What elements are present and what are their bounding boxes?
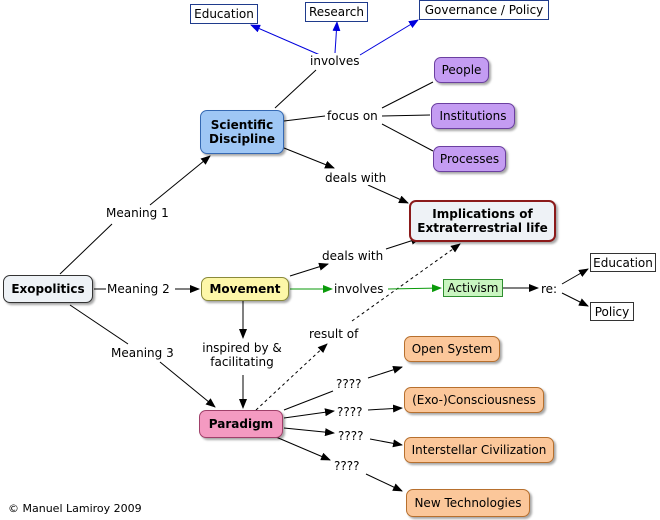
link-involves-top: involves bbox=[310, 54, 360, 68]
node-exo-consciousness: (Exo-)Consciousness bbox=[404, 387, 544, 413]
node-implications: Implications of Extraterrestrial life bbox=[409, 200, 556, 242]
edge-sci-focus bbox=[283, 115, 326, 122]
node-activism: Activism bbox=[443, 279, 503, 297]
node-interstellar-civilization: Interstellar Civilization bbox=[404, 437, 554, 463]
node-new-technologies: New Technologies bbox=[406, 489, 530, 517]
edge-involves-research bbox=[332, 21, 341, 54]
edge-q4-newtech bbox=[365, 473, 403, 492]
link-deals-with-1: deals with bbox=[325, 171, 387, 185]
edge-par-q2 bbox=[283, 408, 335, 419]
link-q3: ???? bbox=[338, 429, 364, 443]
link-q1: ???? bbox=[336, 377, 362, 391]
node-movement: Movement bbox=[201, 277, 289, 301]
link-re: re: bbox=[541, 282, 558, 296]
node-open-system: Open System bbox=[404, 336, 500, 362]
edge-focus-people bbox=[381, 81, 434, 109]
edge-sci-involves bbox=[274, 69, 317, 109]
edge-exo-meaning3 bbox=[69, 304, 129, 345]
edge-re-education bbox=[561, 268, 589, 285]
edge-focus-institutions bbox=[381, 114, 431, 117]
edge-re-policy bbox=[561, 292, 589, 307]
edge-par-q4 bbox=[275, 436, 331, 461]
node-education-right: Education bbox=[590, 253, 656, 272]
link-meaning1: Meaning 1 bbox=[106, 206, 169, 220]
edge-meaning1-sci bbox=[149, 155, 211, 206]
node-education-top: Education bbox=[190, 4, 258, 24]
edge-deals-impl bbox=[367, 184, 409, 204]
edge-exo-meaning1 bbox=[59, 223, 113, 275]
edge-par-q1 bbox=[283, 390, 334, 411]
node-paradigm: Paradigm bbox=[199, 410, 283, 438]
link-deals-with-2: deals with bbox=[322, 249, 384, 263]
link-inspired-by: inspired by & facilitating bbox=[200, 341, 284, 369]
node-people: People bbox=[434, 57, 489, 83]
edge-q1-open bbox=[367, 365, 403, 379]
link-q2: ???? bbox=[337, 405, 363, 419]
node-policy-right: Policy bbox=[590, 302, 634, 321]
link-meaning2: Meaning 2 bbox=[107, 282, 170, 296]
edge-involves-education bbox=[250, 24, 321, 56]
edge-focus-processes bbox=[381, 123, 434, 152]
link-result-of: result of bbox=[309, 327, 359, 341]
edge-involves-activism bbox=[387, 284, 442, 293]
node-scientific-discipline: Scientific Discipline bbox=[200, 110, 284, 154]
node-exopolitics: Exopolitics bbox=[3, 275, 93, 303]
link-meaning3: Meaning 3 bbox=[111, 346, 174, 360]
edge-sci-deals bbox=[283, 147, 335, 169]
node-processes: Processes bbox=[433, 146, 506, 172]
edge-q3-interstellar bbox=[369, 438, 403, 448]
copyright-text: © Manuel Lamiroy 2009 bbox=[8, 502, 142, 515]
edge-involves-governance bbox=[359, 19, 419, 56]
node-research: Research bbox=[305, 2, 368, 22]
node-institutions: Institutions bbox=[431, 103, 515, 129]
link-involves-mid: involves bbox=[334, 282, 384, 296]
link-q4: ???? bbox=[334, 459, 360, 473]
node-governance-policy: Governance / Policy bbox=[419, 0, 549, 20]
link-focus-on: focus on bbox=[327, 109, 378, 123]
edge-par-q3 bbox=[283, 427, 335, 437]
edge-q2-consc bbox=[367, 404, 403, 413]
edge-mov-deals bbox=[289, 262, 329, 277]
